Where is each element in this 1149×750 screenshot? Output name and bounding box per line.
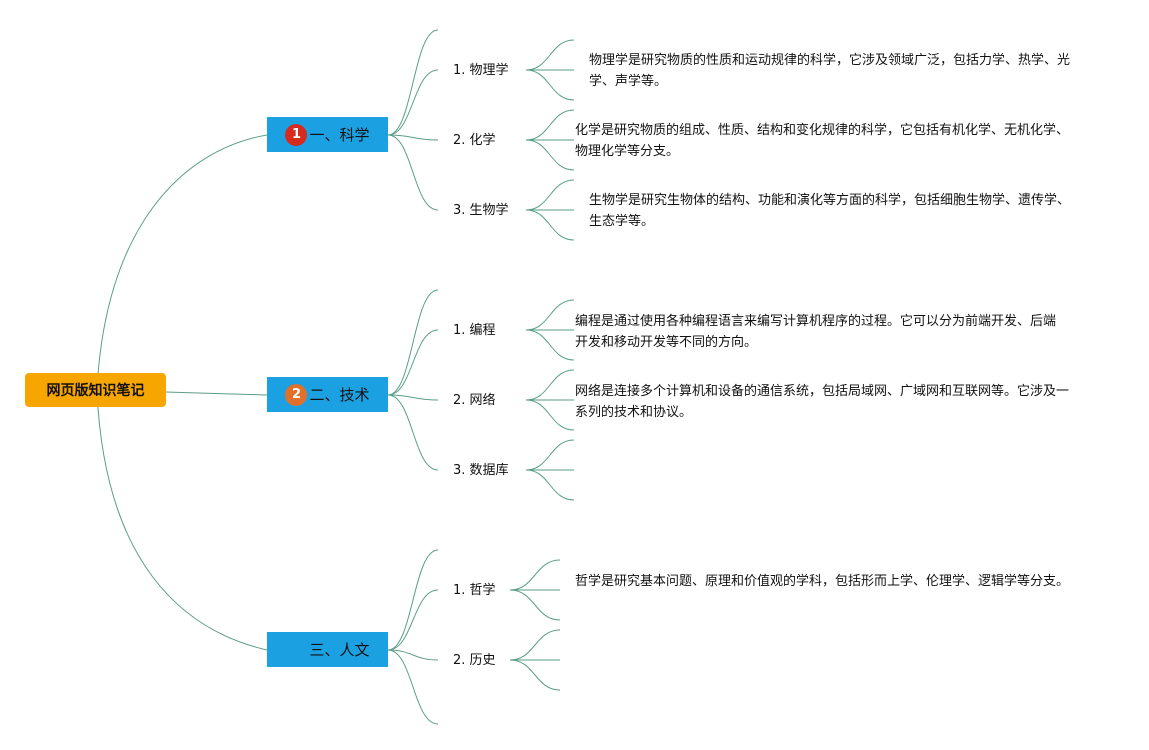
branch-2-to-leaf-1-link [387,589,439,651]
leaf-history[interactable]: 2. 历史 [453,653,496,668]
leaf-1-to-desc-link-0 [525,109,575,141]
branch-1-to-leaf-1-link [387,329,439,396]
leaf-network[interactable]: 2. 网络 [453,393,496,408]
leaf-5-to-desc-link-0 [525,439,575,471]
leaf-philosophy[interactable]: 1. 哲学 [453,583,496,598]
leaf-chemistry[interactable]: 2. 化学 [453,133,496,148]
branch-node-humanities[interactable]: 三、人文 [267,632,388,667]
badge-placeholder [285,639,307,661]
branch-1-to-leaf-2-link [387,394,439,401]
leaf-4-to-desc-link-0 [525,369,575,401]
root-node[interactable]: 网页版知识笔记 [25,373,166,407]
branch-0-to-leaf-2-link [387,134,439,141]
branch-label: 二、技术 [309,386,370,404]
leaf-6-to-desc-link-0 [509,559,561,591]
root-to-technology-link [165,391,268,396]
leaf-3-to-desc-link-2 [525,329,575,361]
root-to-science-link [96,134,268,391]
desc-physics: 物理学是研究物质的性质和运动规律的科学，它涉及领域广泛，包括力学、热学、光学、声… [589,53,1071,89]
desc-chemistry: 化学是研究物质的组成、性质、结构和变化规律的科学，它包括有机化学、无机化学、物理… [575,123,1070,159]
leaf-3-to-desc-link-0 [525,299,575,331]
leaf-2-to-desc-link-2 [525,209,575,241]
leaf-1-to-desc-link-2 [525,139,575,171]
leaf-programming[interactable]: 1. 编程 [453,323,496,338]
branch-2-to-leaf-0-link [387,549,439,651]
leaf-5-to-desc-link-2 [525,469,575,501]
branch-1-to-leaf-3-link [387,394,439,471]
root-to-humanities-link [96,391,268,651]
leaf-7-to-desc-link-0 [509,629,561,661]
branch-0-to-leaf-3-link [387,134,439,211]
desc-network: 网络是连接多个计算机和设备的通信系统，包括局域网、广域网和互联网等。它涉及一系列… [575,384,1070,420]
desc-programming: 编程是通过使用各种编程语言来编写计算机程序的过程。它可以分为前端开发、后端开发和… [575,314,1057,350]
leaf-0-to-desc-link-0 [525,39,575,71]
leaf-physics[interactable]: 1. 物理学 [453,63,509,78]
branch-2-to-leaf-3-link [387,649,439,725]
branch-node-technology[interactable]: 2 二、技术 [267,377,388,412]
leaf-biology[interactable]: 3. 生物学 [453,203,509,218]
leaf-0-to-desc-link-2 [525,69,575,101]
branch-0-to-leaf-0-link [387,29,439,136]
branch-0-to-leaf-1-link [387,69,439,136]
branch-node-science[interactable]: 1 一、科学 [267,117,388,152]
leaf-4-to-desc-link-2 [525,399,575,431]
priority-1-icon: 1 [285,123,308,146]
desc-philosophy: 哲学是研究基本问题、原理和价值观的学科，包括形而上学、伦理学、逻辑学等分支。 [575,574,1070,589]
desc-biology: 生物学是研究生物体的结构、功能和演化等方面的科学，包括细胞生物学、遗传学、生态学… [589,193,1071,229]
leaf-6-to-desc-link-2 [509,589,561,621]
priority-2-icon: 2 [285,383,308,406]
branch-1-to-leaf-0-link [387,289,439,396]
leaf-2-to-desc-link-0 [525,179,575,211]
leaf-7-to-desc-link-2 [509,659,561,691]
leaf-database[interactable]: 3. 数据库 [453,463,509,478]
root-label: 网页版知识笔记 [46,383,145,399]
branch-label: 三、人文 [309,641,370,659]
branch-2-to-leaf-2-link [387,649,439,661]
branch-label: 一、科学 [309,126,370,144]
